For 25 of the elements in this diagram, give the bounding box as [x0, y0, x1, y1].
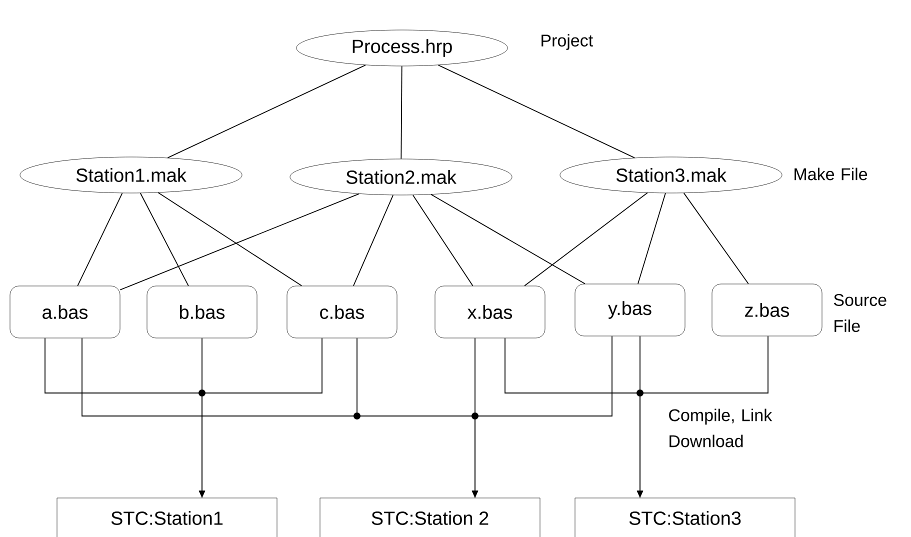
rounded-box: x.bas: [434, 286, 546, 338]
connector-line: [400, 66, 402, 160]
connector-line: [430, 194, 586, 284]
rounded-box: y.bas: [574, 284, 686, 336]
rounded-box: a.bas: [10, 286, 120, 338]
connector-line: [683, 192, 749, 284]
connector-line: [438, 64, 636, 158]
connector-line: [77, 192, 123, 286]
connector-line: [353, 194, 394, 286]
connector-line: [524, 192, 648, 286]
ellipse-node: Station3.mak: [560, 156, 782, 194]
ellipse-node: Station2.mak: [290, 158, 512, 196]
side-label: Compile, Link Download: [669, 408, 772, 448]
ellipse-node: Process.hrp: [296, 30, 508, 66]
connector-line: [638, 192, 666, 284]
connector-line: [167, 64, 366, 158]
side-label: Project: [542, 34, 593, 50]
rounded-box: z.bas: [712, 284, 822, 336]
connector-line: [158, 192, 302, 286]
connector-line: [120, 193, 360, 290]
rounded-box: b.bas: [146, 286, 258, 338]
rounded-box: c.bas: [286, 286, 398, 338]
connector-line: [140, 192, 189, 286]
connector-line: [412, 194, 474, 286]
ellipse-node: Station1.mak: [20, 156, 242, 194]
